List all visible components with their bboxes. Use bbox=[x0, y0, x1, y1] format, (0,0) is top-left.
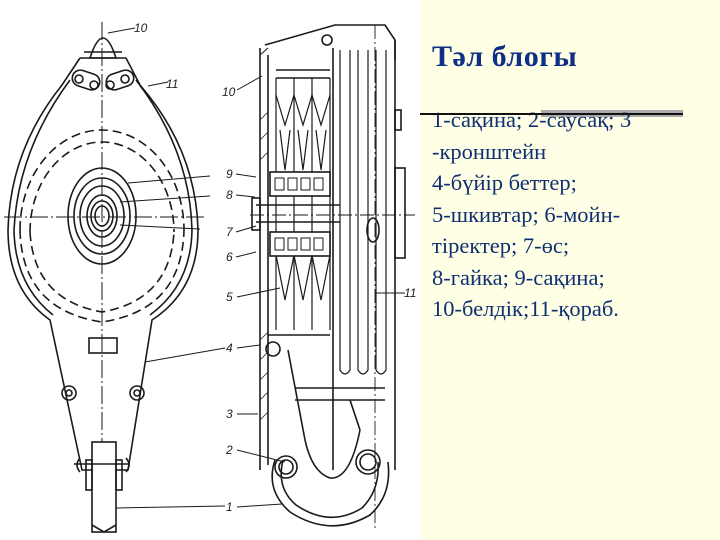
callout-1: 1 bbox=[226, 500, 233, 514]
legend-line: 10-белдік;11-қораб. bbox=[432, 296, 619, 321]
legend-line: 5-шкивтар; 6-мойн- bbox=[432, 201, 621, 227]
callout-9: 9 bbox=[226, 167, 233, 181]
legend-line: 8-гайка; 9-сақина; bbox=[432, 264, 605, 290]
legend-line: 4-бүйір беттер; bbox=[432, 170, 577, 195]
callout-3: 3 bbox=[226, 407, 233, 421]
callout-11: 11 bbox=[404, 286, 416, 300]
callout-2: 2 bbox=[225, 443, 233, 457]
callout-5: 5 bbox=[226, 290, 233, 304]
parts-legend: 1-сақина; 2-саусақ; 3 -кронштейн 4-бүйір… bbox=[432, 104, 720, 325]
callout-labels: 10 11 10 9 8 7 6 5 4 3 2 1 11 bbox=[134, 21, 416, 514]
callout-6: 6 bbox=[226, 250, 233, 264]
callout-10-side: 10 bbox=[134, 21, 148, 35]
divider-line bbox=[420, 113, 683, 115]
callout-11-side: 11 bbox=[166, 77, 178, 91]
slide-title: Тәл блогы bbox=[432, 40, 578, 73]
pulley-block-drawing: 10 11 10 9 8 7 6 5 4 3 2 1 11 bbox=[0, 0, 420, 540]
legend-line: -кронштейн bbox=[432, 138, 547, 164]
legend-line: тіректер; 7-өс; bbox=[432, 233, 570, 258]
callout-4: 4 bbox=[226, 341, 233, 355]
callout-10: 10 bbox=[222, 85, 236, 99]
legend-line: 1-сақина; 2-саусақ; 3 bbox=[432, 107, 632, 132]
callout-7: 7 bbox=[226, 225, 234, 239]
side-view bbox=[4, 22, 226, 533]
technical-drawing: 10 11 10 9 8 7 6 5 4 3 2 1 11 bbox=[4, 21, 416, 533]
callout-8: 8 bbox=[226, 188, 233, 202]
section-view bbox=[235, 24, 415, 530]
